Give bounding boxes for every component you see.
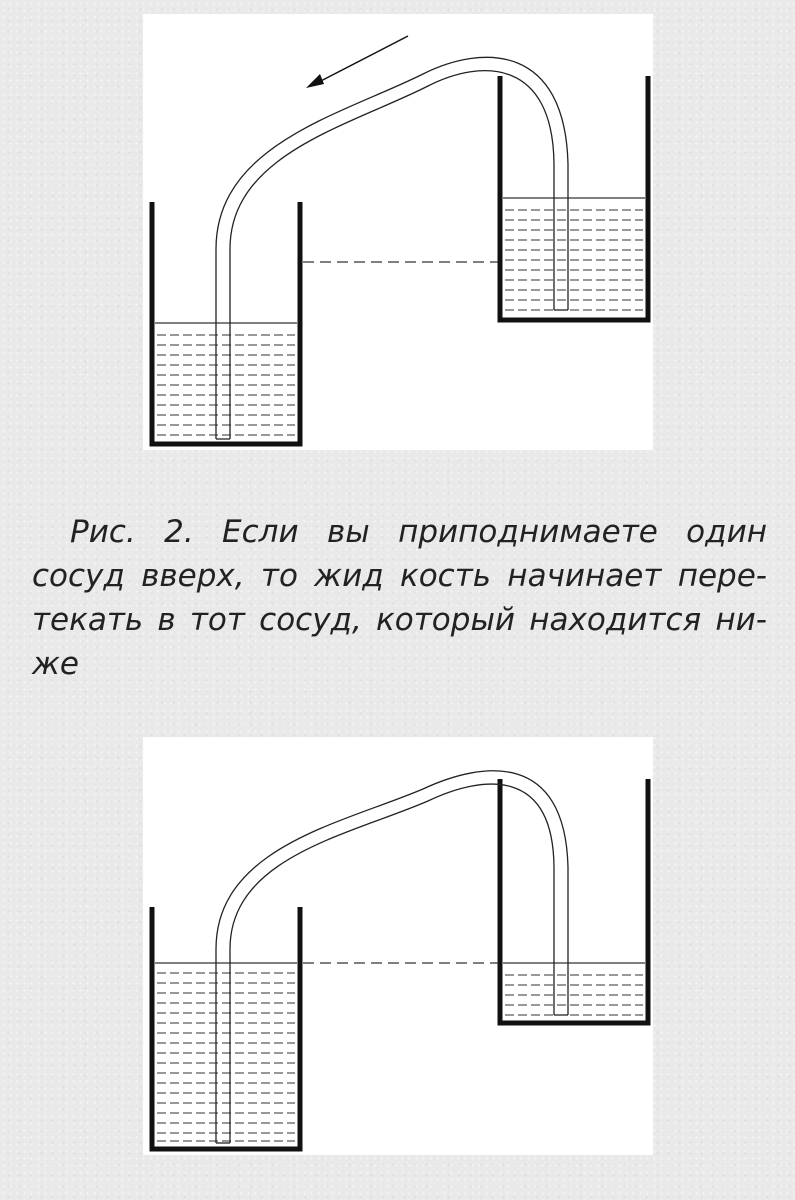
- figure-caption: Рис. 2. Если вы приподнимаете один сосуд…: [32, 514, 767, 682]
- left-vessel: [149, 202, 303, 447]
- siphon-diagram-raised: [149, 35, 651, 447]
- flow-arrow-icon: [306, 35, 409, 88]
- right-vessel: [497, 779, 651, 1026]
- siphon-tube-submerged: [215, 963, 569, 1143]
- right-vessel-liquid: [503, 962, 645, 1016]
- figure-siphon-raised: [143, 14, 653, 450]
- right-vessel: [497, 76, 651, 323]
- left-vessel-liquid: [155, 962, 297, 1142]
- siphon-tube: [215, 56, 569, 440]
- figure-siphon-equal: [143, 737, 653, 1155]
- siphon-tube-submerged: [215, 198, 569, 439]
- siphon-tube: [215, 770, 569, 1144]
- left-vessel: [149, 907, 303, 1152]
- right-vessel-liquid: [503, 197, 645, 311]
- siphon-diagram-equal: [149, 770, 651, 1152]
- left-vessel-liquid: [155, 322, 297, 436]
